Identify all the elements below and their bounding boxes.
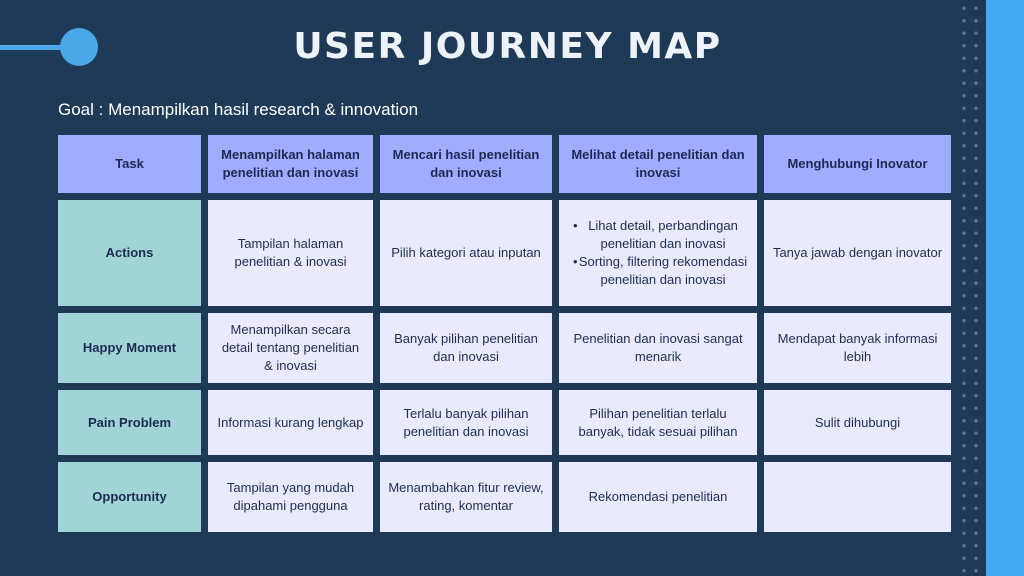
happy-moment-cell-4: Mendapat banyak informasi lebih: [764, 313, 951, 383]
row-label-happy-moment: Happy Moment: [58, 313, 201, 383]
page-title: USER JOURNEY MAP: [293, 26, 722, 67]
bullet-item: Lihat detail, perbandingan penelitian da…: [567, 217, 749, 253]
pain-problem-cell-3: Pilihan penelitian terlalu banyak, tidak…: [559, 390, 757, 455]
actions-bullet-list: Lihat detail, perbandingan penelitian da…: [567, 217, 749, 289]
goal-text: Goal : Menampilkan hasil research & inno…: [58, 100, 419, 119]
decorative-circle: [60, 28, 98, 66]
opportunity-cell-1: Tampilan yang mudah dipahami pengguna: [208, 462, 373, 532]
row-label-pain-problem: Pain Problem: [58, 390, 201, 455]
decorative-dot-pattern: [958, 0, 986, 576]
opportunity-cell-4: [764, 462, 951, 532]
opportunity-cell-3: Rekomendasi penelitian: [559, 462, 757, 532]
bullet-item: Sorting, filtering rekomendasi penelitia…: [567, 253, 749, 289]
header-stage-4: Menghubungi Inovator: [764, 135, 951, 193]
happy-moment-cell-1: Menampilkan secara detail tentang peneli…: [208, 313, 373, 383]
decorative-side-bar: [986, 0, 1024, 576]
actions-cell-3: Lihat detail, perbandingan penelitian da…: [559, 200, 757, 306]
opportunity-cell-2: Menambahkan fitur review, rating, koment…: [380, 462, 552, 532]
header-stage-2: Mencari hasil penelitian dan inovasi: [380, 135, 552, 193]
header-stage-1: Menampilkan halaman penelitian dan inova…: [208, 135, 373, 193]
pain-problem-cell-1: Informasi kurang lengkap: [208, 390, 373, 455]
decorative-line: [0, 45, 70, 50]
header-stage-3: Melihat detail penelitian dan inovasi: [559, 135, 757, 193]
pain-problem-cell-4: Sulit dihubungi: [764, 390, 951, 455]
actions-cell-1: Tampilan halaman penelitian & inovasi: [208, 200, 373, 306]
row-label-opportunity: Opportunity: [58, 462, 201, 532]
journey-map-table: Task Menampilkan halaman penelitian dan …: [58, 135, 951, 532]
actions-cell-4: Tanya jawab dengan inovator: [764, 200, 951, 306]
header-task: Task: [58, 135, 201, 193]
row-label-actions: Actions: [58, 200, 201, 306]
actions-cell-2: Pilih kategori atau inputan: [380, 200, 552, 306]
happy-moment-cell-2: Banyak pilihan penelitian dan inovasi: [380, 313, 552, 383]
happy-moment-cell-3: Penelitian dan inovasi sangat menarik: [559, 313, 757, 383]
pain-problem-cell-2: Terlalu banyak pilihan penelitian dan in…: [380, 390, 552, 455]
